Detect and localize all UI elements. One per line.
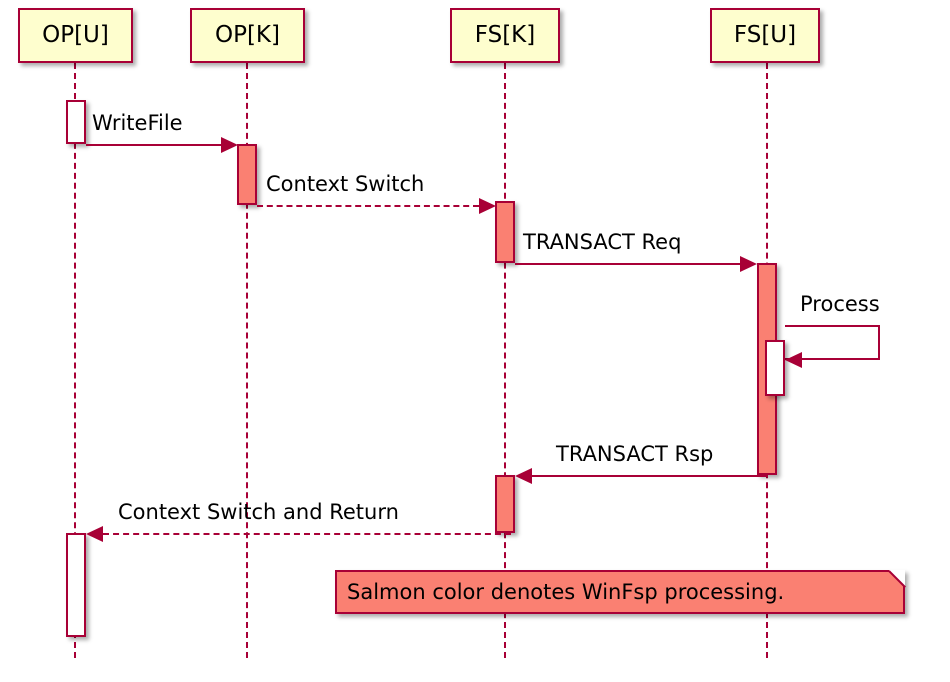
self-message-arrowhead-process xyxy=(785,352,802,368)
message-arrowhead-transact-rsp xyxy=(515,468,532,484)
message-line-context-switch xyxy=(257,205,479,207)
activation-fs-u-nested xyxy=(765,340,785,396)
message-label-context-switch-return: Context Switch and Return xyxy=(118,500,399,524)
message-label-transact-rsp: TRANSACT Rsp xyxy=(556,442,714,466)
participant-fs-u[interactable]: FS[U] xyxy=(710,8,820,63)
note-salmon-legend: Salmon color denotes WinFsp processing. xyxy=(335,570,905,614)
message-arrowhead-transact-req xyxy=(740,256,757,272)
participant-op-k[interactable]: OP[K] xyxy=(190,8,305,63)
message-arrowhead-context-switch xyxy=(479,198,496,214)
lifeline-op-u xyxy=(74,63,76,658)
message-arrowhead-context-switch-return xyxy=(86,526,103,542)
lifeline-op-k xyxy=(246,63,248,658)
participant-label: OP[K] xyxy=(214,22,280,48)
participant-op-u[interactable]: OP[U] xyxy=(18,8,133,63)
message-line-writefile xyxy=(86,144,221,146)
activation-op-u-return xyxy=(66,533,86,637)
activation-fs-k-request xyxy=(495,201,515,263)
note-text: Salmon color denotes WinFsp processing. xyxy=(347,579,785,604)
self-message-box-process xyxy=(785,325,880,360)
note-fold-corner-icon xyxy=(889,570,905,586)
activation-op-u-writefile xyxy=(66,100,86,144)
message-label-writefile: WriteFile xyxy=(92,111,183,135)
activation-op-k-handler xyxy=(237,144,257,205)
message-line-context-switch-return xyxy=(103,533,511,535)
message-label-transact-req: TRANSACT Req xyxy=(523,230,682,254)
participant-label: FS[K] xyxy=(474,22,536,48)
activation-fs-k-response xyxy=(495,475,515,533)
message-label-context-switch: Context Switch xyxy=(266,172,425,196)
participant-label: OP[U] xyxy=(42,22,109,48)
message-line-transact-rsp xyxy=(532,475,768,477)
message-arrowhead-writefile xyxy=(221,137,238,153)
message-label-process: Process xyxy=(800,292,880,316)
participant-fs-k[interactable]: FS[K] xyxy=(450,8,560,63)
participant-label: FS[U] xyxy=(733,22,797,48)
message-line-transact-req xyxy=(515,263,740,265)
lifeline-fs-k xyxy=(504,63,506,658)
